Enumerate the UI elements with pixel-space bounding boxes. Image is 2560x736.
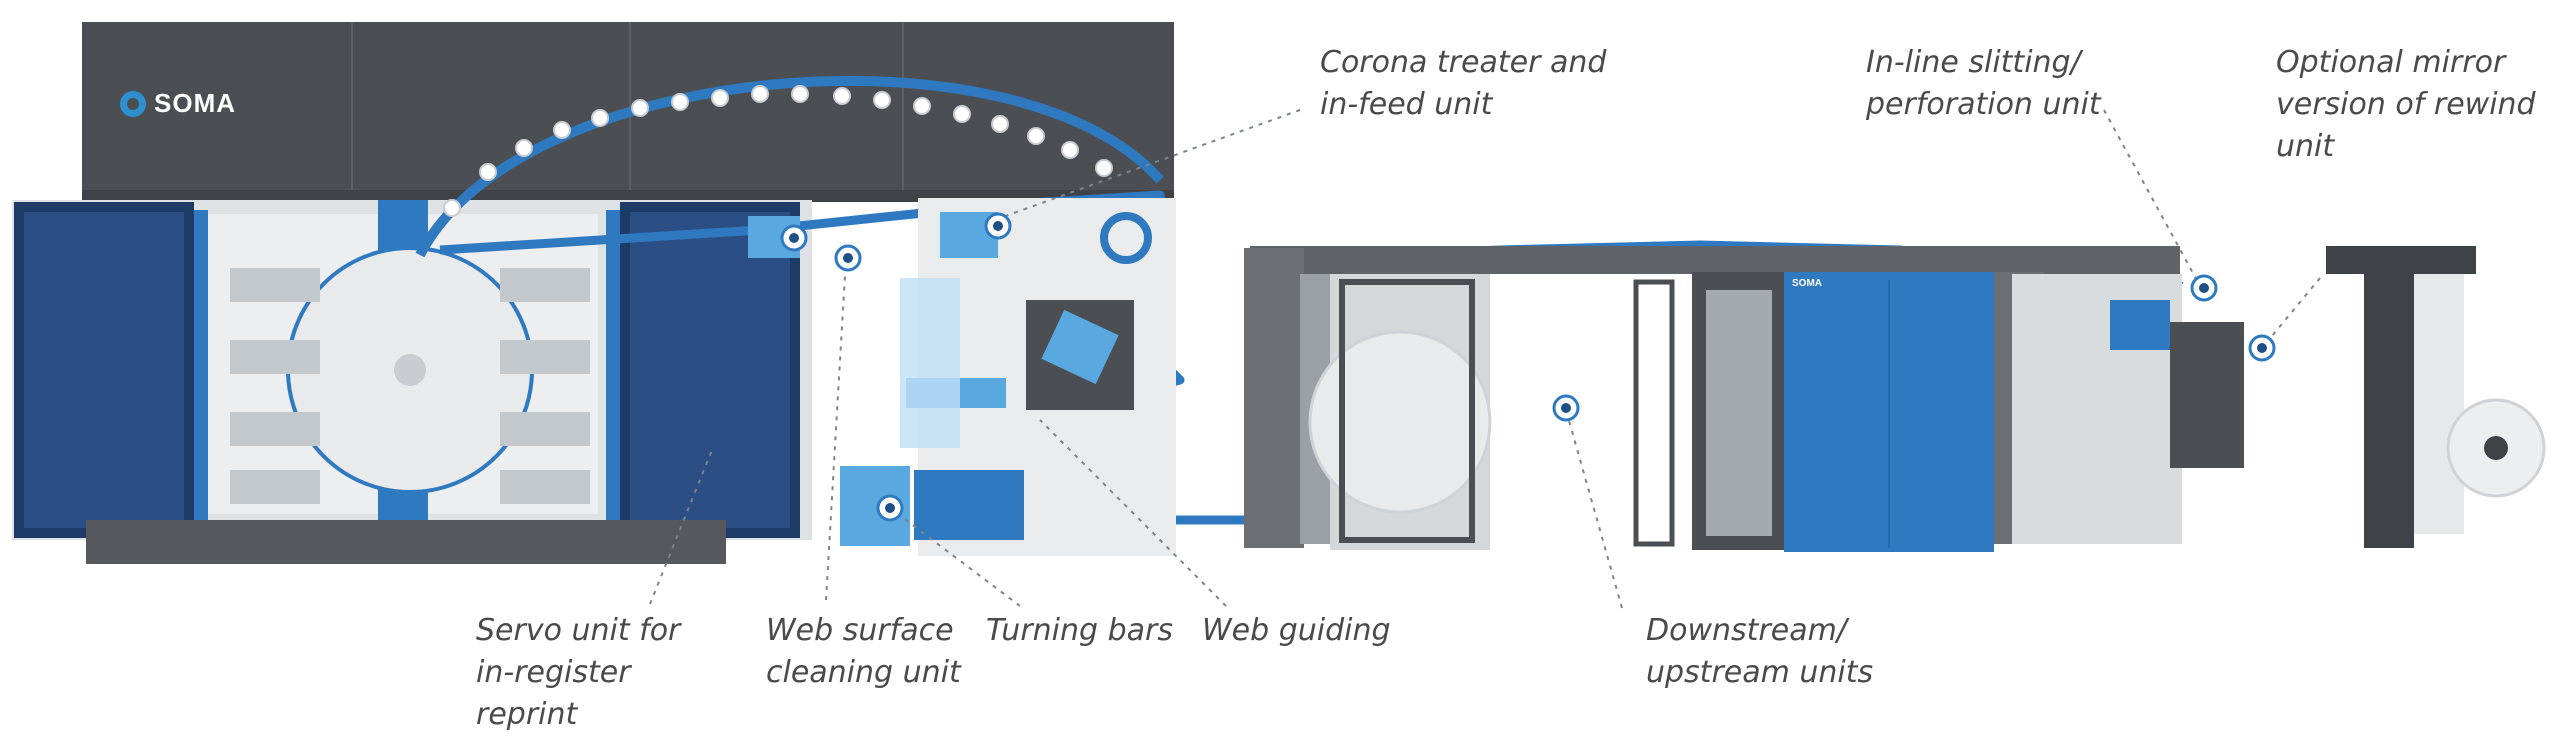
label-line: Downstream/ xyxy=(1646,613,1847,648)
label-mirror-rewind: Optional mirror version of rewind unit xyxy=(2276,42,2536,168)
label-downstream-upstream: Downstream/ upstream units xyxy=(1646,610,1873,694)
label-line: Servo unit for xyxy=(476,613,681,648)
soma-logo-icon xyxy=(120,90,146,117)
print-unit xyxy=(12,22,1174,564)
callout-turning xyxy=(889,507,1021,607)
callout-cleaning xyxy=(825,257,847,601)
marker-slitting xyxy=(2190,274,2218,302)
label-web-cleaning: Web surface cleaning unit xyxy=(766,610,961,694)
label-line: reprint xyxy=(476,697,578,732)
marker-cleaning-head xyxy=(780,224,808,252)
label-line: cleaning unit xyxy=(766,655,961,690)
callout-downstream xyxy=(1565,409,1623,609)
callout-guiding xyxy=(1039,419,1227,607)
label-servo-unit: Servo unit for in-register reprint xyxy=(476,610,680,736)
callout-servo xyxy=(649,449,713,605)
marker-corona xyxy=(984,212,1012,240)
dryer-tunnel xyxy=(415,75,1164,258)
label-line: Corona treater and xyxy=(1320,45,1607,80)
label-line: upstream units xyxy=(1646,655,1874,690)
callout-corona xyxy=(999,109,1301,219)
label-line: perforation unit xyxy=(1866,87,2101,122)
label-corona-treater: Corona treater and in-feed unit xyxy=(1320,42,1606,126)
downstream-line xyxy=(1244,246,2244,552)
marker-mirror xyxy=(2248,334,2276,362)
label-turning-bars: Turning bars xyxy=(986,610,1173,652)
label-line: in-register xyxy=(476,655,631,690)
marker-downstream xyxy=(1552,394,1580,422)
label-line: Turning bars xyxy=(986,613,1173,648)
label-line: Web surface xyxy=(766,613,954,648)
label-line: Optional mirror xyxy=(2276,45,2506,80)
callout-markers xyxy=(780,212,2276,522)
label-line: in-feed unit xyxy=(1320,87,1493,122)
marker-turning xyxy=(876,494,904,522)
brand-name: SOMA xyxy=(154,88,236,118)
label-inline-slitting: In-line slitting/ perforation unit xyxy=(1866,42,2101,126)
callout-slitting xyxy=(2103,109,2201,287)
label-web-guiding: Web guiding xyxy=(1202,610,1391,652)
callout-mirror xyxy=(2261,277,2321,349)
marker-cleaning xyxy=(834,244,862,272)
mirror-rewind-unit xyxy=(2326,246,2546,548)
label-line: unit xyxy=(2276,129,2335,164)
brand-logo: SOMA xyxy=(120,88,236,119)
corona-infeed-unit xyxy=(748,198,1176,556)
small-brand-logo: SOMA xyxy=(1792,278,1822,289)
callout-lines xyxy=(649,109,2321,609)
label-line: Web guiding xyxy=(1202,613,1391,648)
label-line: In-line slitting/ xyxy=(1866,45,2081,80)
label-line: version of rewind xyxy=(2276,87,2536,122)
